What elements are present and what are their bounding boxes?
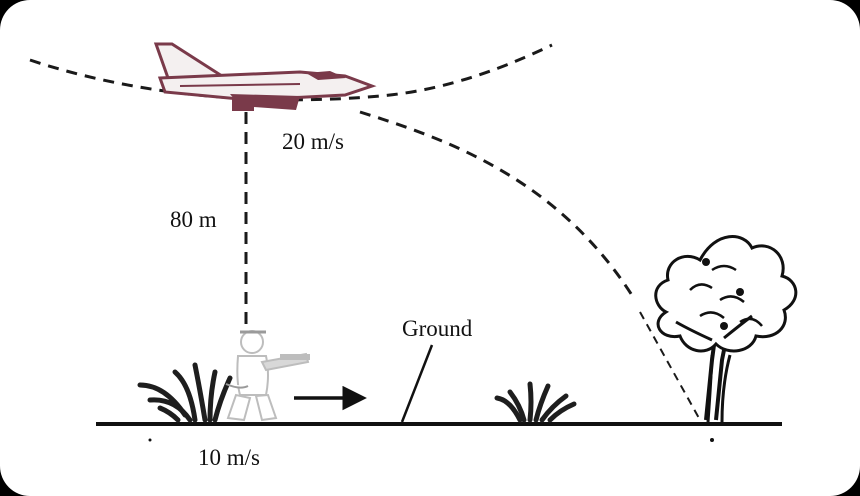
stray-mark (148, 438, 152, 442)
height-label: 80 m (170, 207, 217, 232)
jet-plane-icon (153, 42, 377, 111)
ground-label: Ground (402, 316, 473, 341)
stray-mark (710, 438, 714, 442)
person-speed-label: 10 m/s (198, 445, 260, 470)
ground-pointer-line (400, 344, 434, 423)
plane-speed-label: 20 m/s (282, 129, 344, 154)
projectile-trajectory-dashed-curve (359, 110, 637, 301)
bush-icon (137, 362, 233, 423)
flight-path-dashed-curve (29, 43, 553, 102)
person-with-gun-icon (225, 330, 310, 422)
tree-icon (654, 235, 798, 423)
bush-icon (494, 381, 577, 423)
trajectory-continuation-dashed (639, 311, 701, 421)
